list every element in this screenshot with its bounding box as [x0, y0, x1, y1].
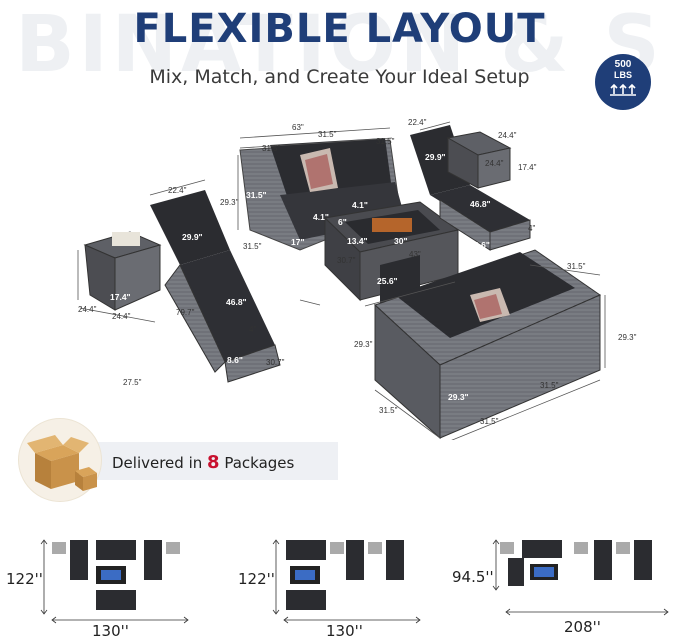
- dim-table-inner-depth: 13.4": [347, 236, 368, 246]
- layout-diagram-1: [40, 539, 189, 624]
- dim-right-side-table-w: 24.4": [498, 131, 517, 140]
- dim-left-lounger-length: 46.8": [226, 297, 247, 307]
- layout-3-height: 94.5'': [452, 568, 494, 586]
- dim-left-lounger-total: 79.7": [176, 308, 195, 317]
- page-title: FLEXIBLE LAYOUT: [133, 6, 546, 52]
- layout-2-width: 130'': [326, 622, 363, 638]
- dim-front-sofa-seat-height: 29.3": [448, 392, 469, 402]
- dim-right-lounger-length: 46.8": [470, 199, 491, 209]
- layout-1-width: 130'': [92, 622, 129, 638]
- delivery-count: 8: [207, 452, 220, 473]
- dim-front-sofa-back-left: 29.3": [354, 340, 373, 349]
- front-sectional-sofa: [374, 249, 602, 440]
- layout-diagram-3: [492, 539, 669, 616]
- dim-right-side-table-inner: 24.4": [485, 159, 504, 168]
- dim-sofa-half-left: 31.5": [262, 144, 281, 153]
- delivery-text: Delivered in 8 Packages: [112, 452, 294, 473]
- layout-option-1: 122'' 130'': [0, 526, 220, 638]
- dim-left-lounger-width: 30.7": [266, 358, 285, 367]
- dim-left-table-width: 22.4": [168, 186, 187, 195]
- dim-left-lounger-cushion: 4": [249, 325, 257, 334]
- weight-capacity-icon: [610, 83, 636, 96]
- left-chaise-lounger: [150, 190, 281, 383]
- right-chaise-lounger: [410, 125, 531, 251]
- dim-sofa-seat-height: 17": [291, 237, 305, 247]
- layout-option-3: 94.5'' 208'': [452, 526, 678, 638]
- page-subtitle: Mix, Match, and Create Your Ideal Setup: [149, 66, 530, 88]
- dim-right-lounger-seat: 8.6": [474, 240, 490, 250]
- background-watermark: BINATION & S: [15, 0, 664, 90]
- furniture-illustration: [77, 121, 606, 446]
- dim-front-sofa-width-right: 31.5": [540, 381, 559, 390]
- dim-sofa-side-depth: 31.5": [243, 242, 262, 251]
- layout-options: 122'' 130'' 122'' 130'': [0, 526, 679, 638]
- dim-front-sofa-width-bottom: 31.5": [480, 417, 499, 426]
- dim-left-side-table-depth: 24.4": [78, 305, 97, 314]
- dim-sofa-seat-back: 31.5": [246, 190, 267, 200]
- left-side-table: [83, 231, 162, 311]
- dim-table-height: 25.6": [377, 276, 398, 286]
- dim-sofa-half-right: 31.5": [318, 130, 337, 139]
- dim-right-table-width: 22.4": [408, 118, 427, 127]
- dim-left-lounger-back: 29.9": [182, 232, 203, 242]
- dim-right-side-table-h: 17.4": [518, 163, 537, 172]
- dim-table-depth: 30.7": [337, 256, 356, 265]
- dimension-lines: [77, 121, 606, 446]
- dim-left-lounger-seat: 8.6": [227, 355, 243, 365]
- dim-sofa-cushion: 4.1": [352, 200, 368, 210]
- dim-left-lounger-overall: 27.5": [123, 378, 142, 387]
- layout-diagram-2: [272, 539, 421, 624]
- dim-right-lounger-back: 29.9": [425, 152, 446, 162]
- package-box-icon: [18, 418, 102, 502]
- dim-table-inner-width: 30": [394, 236, 408, 246]
- dim-table-width: 43": [409, 250, 421, 259]
- delivery-banner-bg: [78, 442, 338, 480]
- dim-front-sofa-depth: 31.5": [567, 262, 586, 271]
- layout-3-width: 208'': [564, 618, 601, 636]
- layout-1-height: 122'': [6, 570, 43, 588]
- dim-front-sofa-width-left: 31.5": [379, 406, 398, 415]
- layout-2-height: 122'': [238, 570, 275, 588]
- dim-sofa-width: 63": [292, 123, 304, 132]
- weight-capacity-badge: 500 LBS: [595, 54, 651, 110]
- dim-sofa-arm: 4.1": [313, 212, 329, 222]
- furniture-scene: 63" 31.5" 31.5" 31.5" 29.3" 31.5" 4.1" 4…: [0, 100, 679, 446]
- right-side-table: [446, 131, 512, 189]
- dim-left-side-table-width: 24.4": [112, 312, 131, 321]
- delivery-suffix: Packages: [219, 454, 295, 472]
- dim-right-lounger-cushion: 4": [528, 224, 536, 233]
- dim-sofa-depth-right: 31.5": [376, 137, 395, 146]
- delivery-prefix: Delivered in: [112, 454, 208, 472]
- dim-table-burner: 6": [338, 217, 347, 227]
- dim-left-side-table-height: 17.4": [110, 292, 131, 302]
- weight-value: 500: [614, 59, 632, 70]
- weight-unit: LBS: [614, 70, 632, 80]
- dim-sofa-back-height: 29.3": [220, 198, 239, 207]
- layout-option-2: 122'' 130'': [236, 526, 456, 638]
- dim-front-sofa-back-right: 29.3": [618, 333, 637, 342]
- delivery-banner: Delivered in 8 Packages: [18, 418, 338, 502]
